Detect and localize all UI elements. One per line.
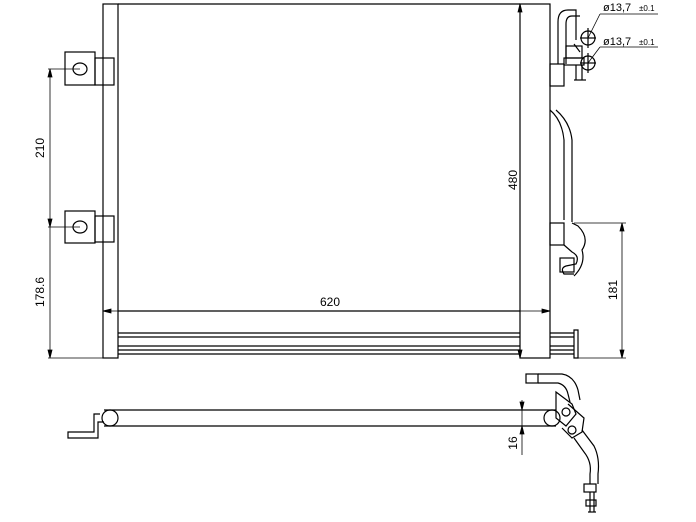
port-callout-upper: ø13,7 ±0.1	[587, 2, 658, 39]
dimension-height-label: 480	[506, 170, 520, 190]
condenser-top-view: 16	[67, 373, 600, 513]
side-pipe	[549, 109, 573, 222]
dimension-bracket-offset: 178.6	[33, 227, 103, 359]
left-header-tank	[102, 3, 119, 359]
port-lower-tolerance: ±0.1	[639, 38, 655, 47]
port-lower-diameter: ø13,7	[603, 36, 631, 48]
right-lower-block	[549, 222, 565, 246]
port-upper-tolerance: ±0.1	[639, 4, 655, 13]
left-end-cap	[101, 409, 119, 427]
bottom-bars	[118, 329, 579, 359]
dimension-width: 620	[102, 295, 551, 314]
right-header-tank	[519, 3, 551, 359]
dimension-height: 480	[506, 3, 523, 359]
dimension-bracket-spacing-label: 210	[33, 138, 47, 158]
dimension-depth-label: 16	[506, 436, 520, 450]
condenser-front-view: 620 480 210 178.6	[33, 2, 658, 359]
dimension-bracket-offset-label: 178.6	[33, 277, 47, 307]
condenser-core	[118, 3, 520, 312]
right-upper-block	[549, 63, 565, 87]
dimension-pipe-offset: 181	[574, 222, 626, 359]
top-view-pipe-assembly	[525, 373, 600, 513]
port-callout-lower: ø13,7 ±0.1	[587, 36, 658, 64]
dimension-pipe-offset-label: 181	[606, 280, 620, 300]
upper-mounting-bracket	[64, 51, 115, 86]
lower-pipe-loop	[559, 222, 586, 277]
dimension-width-label: 620	[320, 295, 340, 309]
port-upper-diameter: ø13,7	[603, 2, 631, 14]
dimension-depth: 16	[506, 400, 544, 455]
dimension-bracket-spacing: 210	[33, 68, 80, 228]
right-end-cap	[543, 409, 561, 427]
